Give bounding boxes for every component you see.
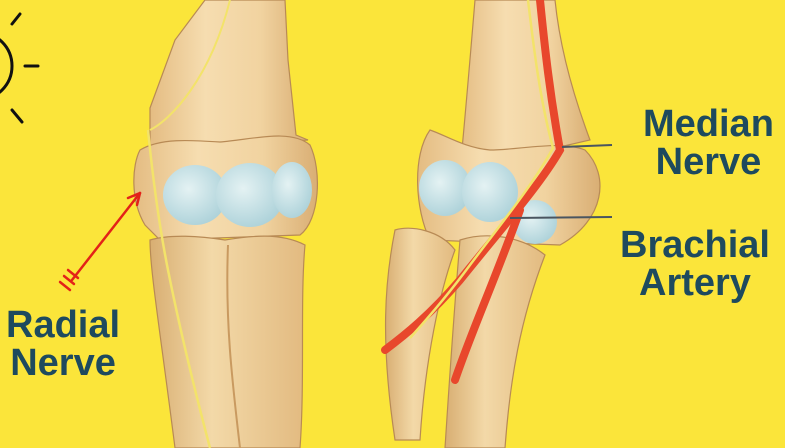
radial-label-line1: Radial	[6, 306, 120, 344]
right-elbow-illustration	[385, 0, 612, 448]
left-elbow-illustration	[134, 0, 318, 448]
brachial-label-line2: Artery	[620, 264, 770, 302]
median-label-line1: Median	[643, 105, 774, 143]
lightbulb-icon	[0, 14, 38, 122]
brachial-artery-label: Brachial Artery	[620, 226, 770, 302]
median-nerve-label: Median Nerve	[643, 105, 774, 181]
radial-nerve-label: Radial Nerve	[6, 306, 120, 382]
left-cartilage-3	[272, 162, 312, 218]
feathered-arrow-icon	[60, 193, 140, 290]
brachial-artery-leader-line	[510, 217, 612, 218]
left-humerus	[150, 0, 308, 150]
median-label-line2: Nerve	[643, 143, 774, 181]
radial-label-line2: Nerve	[6, 344, 120, 382]
right-humerus	[460, 0, 590, 170]
brachial-label-line1: Brachial	[620, 226, 770, 264]
right-radius	[386, 228, 455, 440]
